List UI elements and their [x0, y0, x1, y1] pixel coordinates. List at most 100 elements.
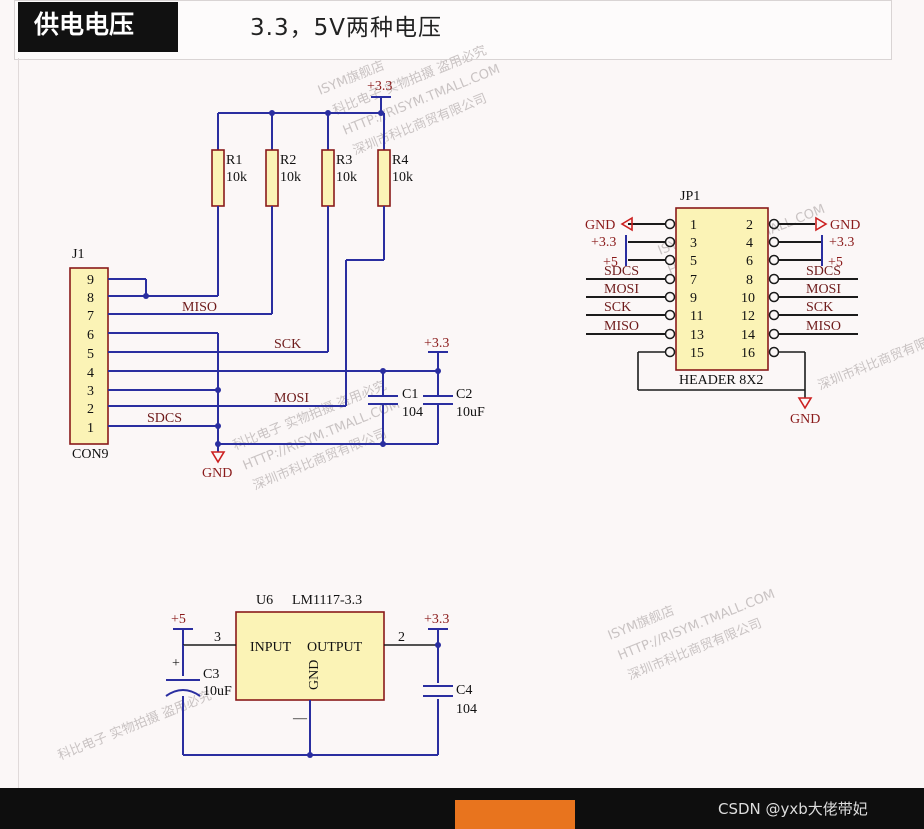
u6-input-label: INPUT: [250, 640, 292, 655]
capacitor-c2: C2 10uF: [421, 387, 485, 420]
c3-value: 10uF: [203, 684, 232, 699]
jp1-pin: 5: [690, 254, 697, 269]
r1-value: 10k: [226, 170, 247, 185]
jp1-ref: JP1: [680, 189, 700, 204]
jp1-pin: 12: [741, 309, 755, 324]
c3-plus: +: [172, 656, 180, 671]
jp1-pin: 13: [690, 328, 704, 343]
capacitor-c4: C4 104: [421, 683, 477, 717]
j1-pin: 7: [87, 309, 94, 324]
jp1-net-label: GND: [585, 218, 615, 233]
jp1-net-label: MOSI: [806, 282, 841, 297]
jp1-pin: 8: [746, 273, 753, 288]
jp1-pin: 15: [690, 346, 704, 361]
u6-pin-gnd: —: [292, 711, 308, 726]
jp1-gnd-label: GND: [790, 412, 820, 427]
r3-value: 10k: [336, 170, 357, 185]
bottom-banner-accent: [455, 800, 575, 829]
j1-part: CON9: [72, 447, 109, 462]
c4-ref: C4: [456, 683, 472, 698]
jp1-pin: 7: [690, 273, 697, 288]
section-title: 3.3，5V两种电压: [250, 15, 442, 41]
capacitor-c1: C1 104: [366, 387, 423, 420]
jp1-pin: 3: [690, 236, 697, 251]
jp1-net-label: MISO: [604, 319, 639, 334]
jp1-part: HEADER 8X2: [679, 373, 763, 388]
jp1-pin: 14: [741, 328, 755, 343]
v33-cap-power: +3.3: [424, 336, 449, 374]
v33-top-label: +3.3: [367, 79, 392, 94]
gnd-label: GND: [202, 466, 232, 481]
regulator-u6: U6 LM1117-3.3 INPUT OUTPUT GND 3 2 —: [214, 593, 405, 726]
u6-pin-out: 2: [398, 630, 405, 645]
j1-pin: 4: [87, 366, 94, 381]
resistor-r1: R1 10k: [211, 113, 247, 296]
u6-v33-label: +3.3: [424, 612, 449, 627]
jp1-net-label: MOSI: [604, 282, 639, 297]
j1-ref: J1: [72, 247, 84, 262]
r2-ref: R2: [280, 153, 296, 168]
j1-pin: 3: [87, 384, 94, 399]
jp1-net-label: +3.3: [829, 235, 854, 250]
signal-sck-label: SCK: [274, 337, 301, 352]
jp1-pin: 11: [690, 309, 703, 324]
u6-ref: U6: [256, 593, 273, 608]
section-tag: 供电电压: [18, 2, 178, 52]
jp1-net-label: SCK: [604, 300, 631, 315]
signal-miso-label: MISO: [182, 300, 217, 315]
jp1-pin: 2: [746, 218, 753, 233]
junction-dot: [380, 368, 386, 374]
header-jp1: JP1 HEADER 8X2 1 3 5 7 9 11 13 15 2 4 6 …: [586, 189, 858, 410]
page-left-border: [18, 58, 19, 788]
u6-wiring: +5 +3.3: [171, 612, 449, 758]
v33-cap-label: +3.3: [424, 336, 449, 351]
c2-ref: C2: [456, 387, 472, 402]
u6-gnd-label: GND: [307, 660, 322, 690]
jp1-net-label: +5: [828, 255, 843, 270]
jp1-net-label: +3.3: [591, 235, 616, 250]
connector-j1: J1 CON9 9 8 7 6 5 4 3 2 1: [69, 247, 109, 462]
gnd-symbol-j1: GND: [202, 444, 232, 481]
jp1-pin: 4: [746, 236, 753, 251]
j1-pin: 5: [87, 347, 94, 362]
j1-pin: 6: [87, 328, 94, 343]
u6-part: LM1117-3.3: [292, 593, 362, 608]
watermark-group: ISYM旗舰店 科比电子 实物拍摄 盗用必究 HTTP://RISYM.TMAL…: [56, 42, 924, 763]
j1-pin: 9: [87, 273, 94, 288]
c1-value: 104: [402, 405, 423, 420]
jp1-pin: 16: [741, 346, 755, 361]
watermark-text: 科比电子 实物拍摄 盗用必究: [56, 687, 214, 763]
jp1-pin: 9: [690, 291, 697, 306]
r1-ref: R1: [226, 153, 242, 168]
r4-value: 10k: [392, 170, 413, 185]
u6-pin-in: 3: [214, 630, 221, 645]
u6-output-label: OUTPUT: [307, 640, 363, 655]
junction-dot: [378, 110, 384, 116]
j1-pin: 1: [87, 421, 94, 436]
c2-value: 10uF: [456, 405, 485, 420]
c3-ref: C3: [203, 667, 219, 682]
schematic-diagram: ISYM旗舰店 科比电子 实物拍摄 盗用必究 HTTP://RISYM.TMAL…: [56, 42, 924, 763]
r4-ref: R4: [392, 153, 408, 168]
c4-value: 104: [456, 702, 477, 717]
capacitor-c3: + C3 10uF: [165, 656, 232, 699]
signal-mosi-label: MOSI: [274, 391, 309, 406]
jp1-net-label: SDCS: [604, 264, 639, 279]
junction-dot: [380, 441, 386, 447]
c1-ref: C1: [402, 387, 418, 402]
resistor-r2: R2 10k: [265, 113, 301, 314]
r2-value: 10k: [280, 170, 301, 185]
signal-sdcs-label: SDCS: [147, 411, 182, 426]
jp1-pin: 10: [741, 291, 755, 306]
j1-pin: 8: [87, 291, 94, 306]
u6-v5-label: +5: [171, 612, 186, 627]
csdn-credit: CSDN @yxb大佬带妃: [718, 800, 868, 818]
jp1-net-label: SCK: [806, 300, 833, 315]
r3-ref: R3: [336, 153, 352, 168]
resistor-r3: R3 10k: [321, 113, 357, 352]
jp1-net-label: +5: [603, 255, 618, 270]
jp1-net-label: SDCS: [806, 264, 841, 279]
jp1-pin: 1: [690, 218, 697, 233]
j1-wiring: [108, 278, 438, 447]
jp1-pin: 6: [746, 254, 753, 269]
